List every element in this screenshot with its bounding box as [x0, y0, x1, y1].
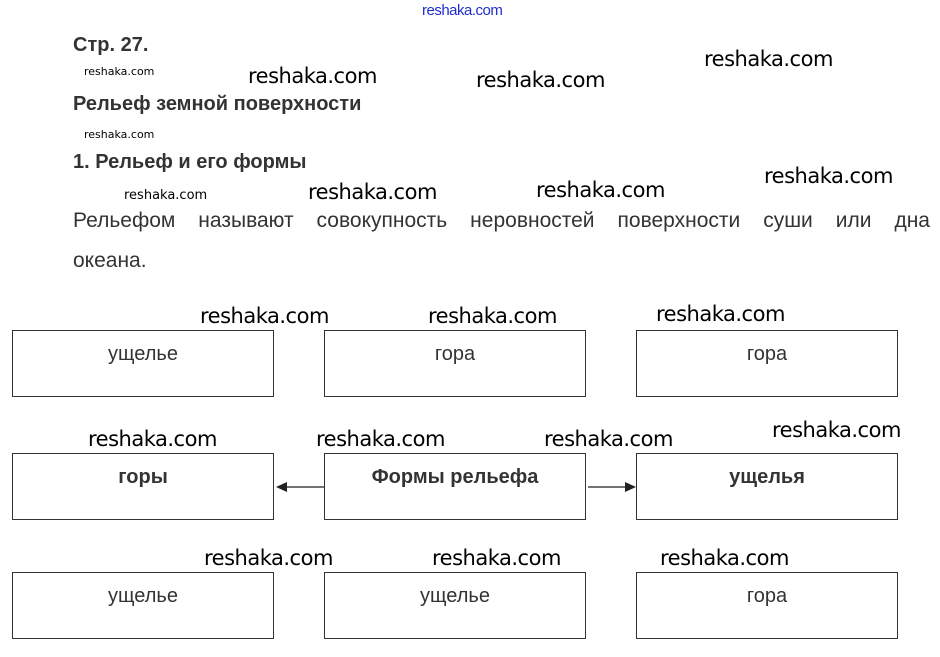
watermark[interactable]: reshaka.com	[422, 2, 503, 19]
arrow-right-icon	[588, 482, 636, 492]
diagram-box: гора	[324, 330, 586, 397]
watermark: reshaka.com	[84, 65, 155, 78]
watermark: reshaka.com	[308, 180, 437, 204]
page-title: Рельеф земной поверхности	[73, 93, 362, 115]
watermark: reshaka.com	[660, 546, 789, 570]
watermark: reshaka.com	[536, 178, 665, 202]
watermark: reshaka.com	[316, 427, 445, 451]
diagram-box: гора	[636, 330, 898, 397]
paragraph-line-2: океана.	[73, 249, 147, 272]
diagram-box: гора	[636, 572, 898, 639]
watermark: reshaka.com	[204, 546, 333, 570]
watermark: reshaka.com	[428, 304, 557, 328]
watermark: reshaka.com	[124, 188, 208, 203]
watermark: reshaka.com	[704, 47, 833, 71]
watermark: reshaka.com	[88, 427, 217, 451]
diagram-box: ущелья	[636, 453, 898, 520]
arrow-left-icon	[276, 482, 324, 492]
page-number: Стр. 27.	[73, 34, 149, 56]
diagram-box: ущелье	[324, 572, 586, 639]
watermark: reshaka.com	[432, 546, 561, 570]
watermark: reshaka.com	[656, 302, 785, 326]
diagram-box: ущелье	[12, 330, 274, 397]
diagram-box: ущелье	[12, 572, 274, 639]
section-title: 1. Рельеф и его формы	[73, 151, 307, 173]
paragraph-line-1: Рельефом называют совокупность неровност…	[73, 209, 930, 232]
diagram-center-box: Формы рельефа	[324, 453, 586, 520]
watermark: reshaka.com	[476, 68, 605, 92]
watermark: reshaka.com	[764, 164, 893, 188]
watermark: reshaka.com	[84, 128, 155, 141]
watermark: reshaka.com	[248, 64, 377, 88]
watermark: reshaka.com	[200, 304, 329, 328]
watermark: reshaka.com	[772, 418, 901, 442]
watermark: reshaka.com	[544, 427, 673, 451]
diagram-box: горы	[12, 453, 274, 520]
